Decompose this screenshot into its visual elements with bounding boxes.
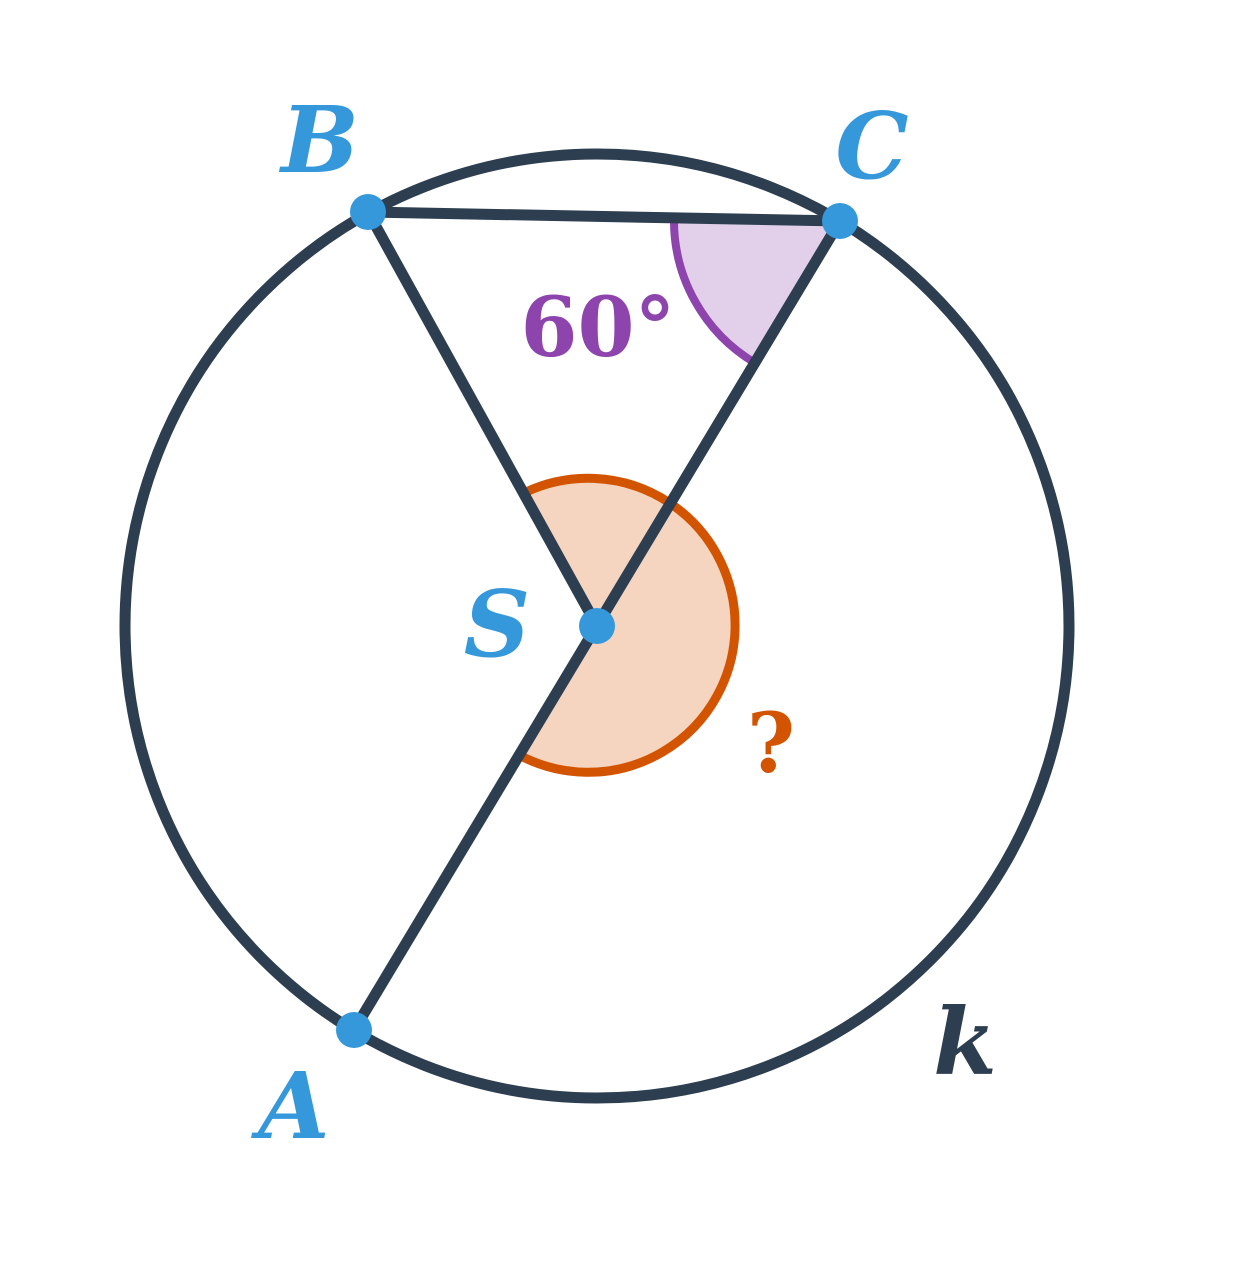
angle-unknown-sector: [519, 478, 736, 773]
point-a: [336, 1012, 372, 1048]
point-c: [822, 203, 858, 239]
label-a: A: [250, 1052, 329, 1160]
angle-given-label: 60°: [520, 280, 675, 376]
label-s: S: [464, 570, 530, 678]
segment-bs: [362, 206, 603, 632]
angle-unknown-arc: [516, 473, 740, 777]
label-c: C: [835, 92, 908, 200]
point-s: [579, 608, 615, 644]
point-b: [350, 194, 386, 230]
angle-unknown-label: ?: [747, 696, 795, 792]
label-k: k: [933, 988, 997, 1096]
label-b: B: [278, 86, 359, 194]
angle-given-sector: [673, 218, 840, 363]
angle-given-arc: [669, 217, 758, 367]
circle-k: [119, 148, 1075, 1104]
segment-bc: [362, 206, 846, 227]
